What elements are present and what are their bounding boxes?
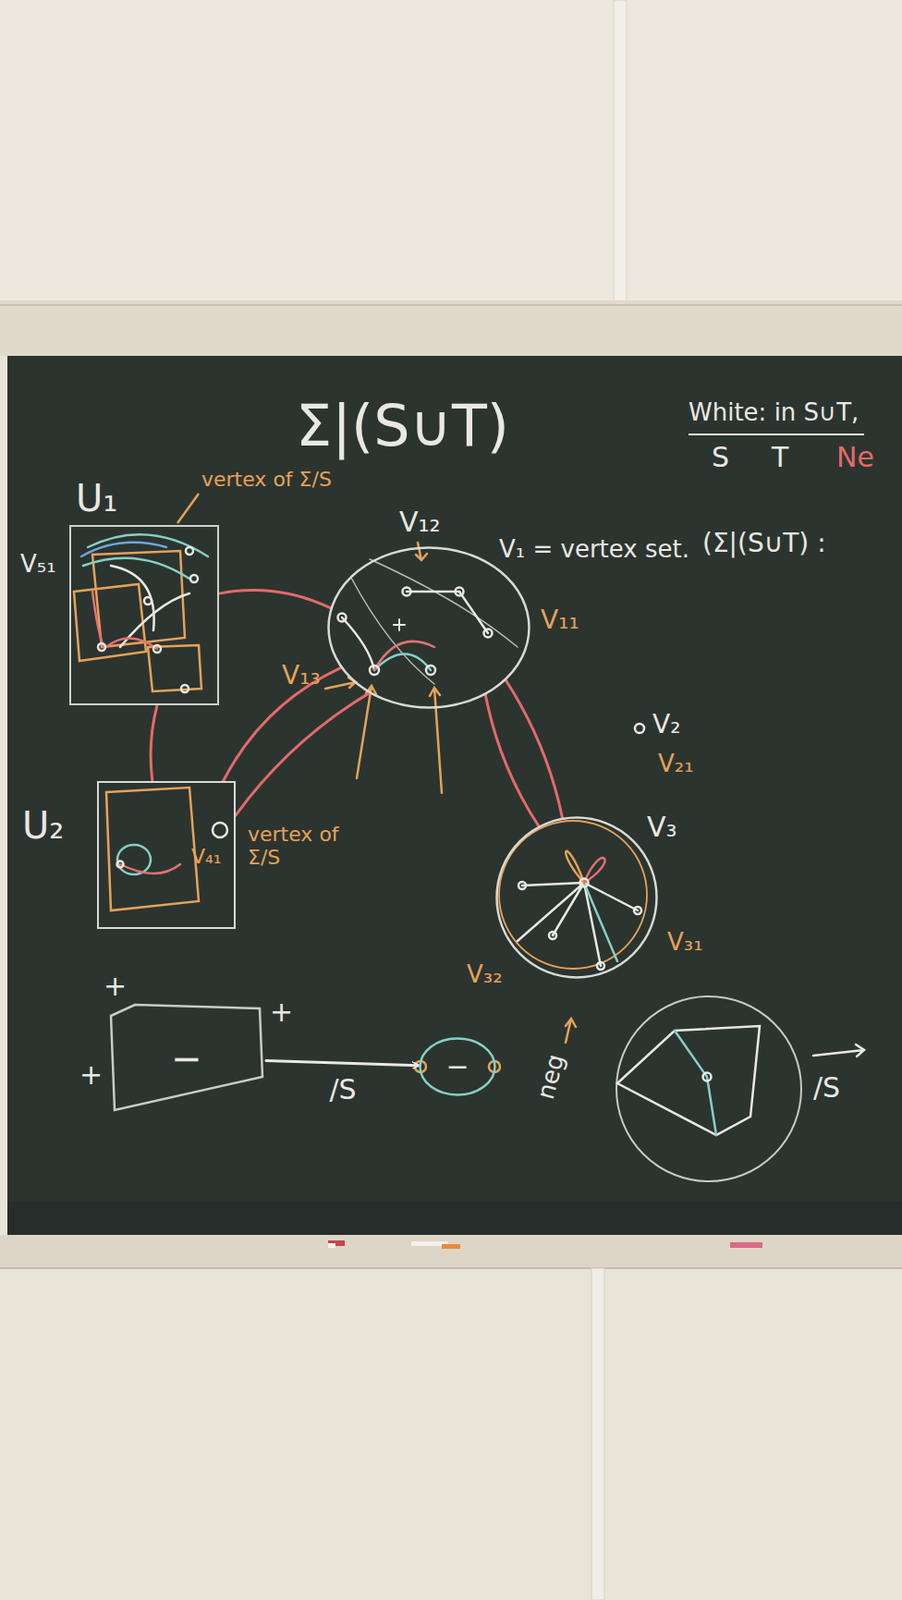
shape-outline (329, 548, 530, 708)
region-name: U₂ (22, 804, 64, 847)
operation-label: /S (813, 1072, 841, 1105)
vertex-set-name: V₁₃ (281, 660, 321, 691)
connecting-curve (219, 589, 330, 608)
vertex-set-name: V₁₁ (540, 605, 580, 635)
sign-mark: + (269, 996, 293, 1029)
sign-mark: + (103, 970, 127, 1003)
annotation-text: neg (532, 1050, 572, 1102)
note-text: T (771, 441, 789, 475)
sign-mark: − (170, 1036, 203, 1080)
connecting-curve (235, 693, 369, 816)
shape-outline (327, 546, 531, 709)
note-text: Ne (836, 441, 875, 475)
annotation-text: vertex of Σ/S (201, 467, 332, 491)
definition-text: V₁ = vertex set. (499, 536, 690, 564)
shape-outline (110, 1004, 263, 1110)
connecting-curve (485, 694, 538, 826)
note-text: S (711, 441, 730, 475)
connecting-curve (150, 705, 158, 781)
vertex-set-name: V₁₂ (399, 506, 441, 539)
map-arrow (266, 1060, 419, 1066)
region-name: U₁ (75, 476, 118, 520)
shape-outline (497, 817, 658, 978)
vertex-set-name: V₅₁ (20, 550, 57, 579)
connecting-curve (506, 680, 563, 817)
shape-outline (420, 1038, 496, 1096)
vertex-set-name: V₂ (652, 709, 681, 740)
quotient-circle: − (418, 1036, 497, 1097)
vertex-set-circle: V₃V₃₁V₃₂ (495, 816, 659, 979)
shape-outline (495, 816, 659, 979)
negative-face: − (107, 1004, 267, 1112)
sign-mark: + (79, 1059, 103, 1092)
vertex-set-name: V₃₁ (667, 928, 704, 957)
vertex-set-name: V₄₁ (191, 844, 222, 868)
region-box: U₁ (69, 524, 220, 706)
board-title: Σ|(S∪T) (295, 392, 510, 459)
sign-mark: − (445, 1050, 469, 1084)
vertex-set-ellipse: V₁₂V₁₁V₁₃ (327, 546, 531, 709)
operation-label: /S (329, 1073, 357, 1107)
region-box: U₂V₄₁ (97, 780, 236, 929)
note-text: White: in S∪T, (688, 399, 859, 427)
vertex-set-name: V₃ (646, 811, 678, 844)
annotation-text: vertex of Σ/S (247, 822, 364, 870)
definition-text: (Σ|(S∪T) : (702, 528, 827, 559)
vertex-set-name: V₂₁ (658, 750, 695, 779)
vertex-set-name: V₃₂ (466, 961, 503, 989)
